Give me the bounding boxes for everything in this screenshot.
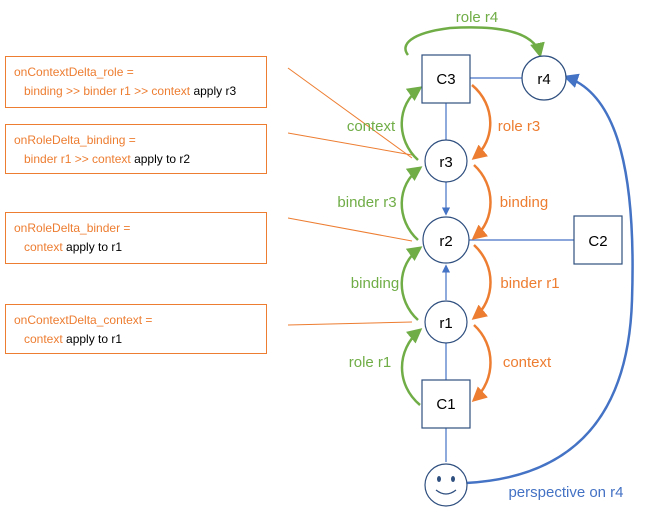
note-title: onContextDelta_context = [14,313,153,327]
arrow-binding-left [400,246,423,321]
label-perspective: perspective on r4 [508,484,623,501]
arrow-context-top [400,86,423,161]
node-r4 [521,55,567,101]
node-label-r4: r4 [537,71,550,88]
label-role-r1: role r1 [349,354,392,371]
note-action: apply r3 [190,84,237,98]
label-role-r3: role r3 [498,118,541,135]
arrow-binder-r3 [400,166,423,241]
arrow-context-bottom [471,324,492,403]
note-title: onRoleDelta_binder = [14,221,131,235]
note-expr: binding >> binder r1 >> context [24,84,191,98]
label-binding-left: binding [351,275,399,292]
note-body: context apply to r1 [14,238,258,257]
arrow-role-r4 [404,26,545,58]
note-onroledelta-binding: onRoleDelta_binding = binder r1 >> conte… [5,124,267,174]
node-label-c3: C3 [436,71,455,88]
node-r2 [422,216,470,264]
callout-line-3 [287,217,413,242]
note-body: binder r1 >> context apply to r2 [14,150,258,169]
node-c1 [421,379,471,429]
node-label-c2: C2 [588,233,607,250]
note-expr: context [24,332,63,346]
node-label-c1: C1 [436,396,455,413]
structural-links [441,77,574,462]
note-action: apply to r1 [62,240,123,254]
node-r3 [424,139,468,183]
arrow-role-r3 [471,84,492,160]
note-title: onRoleDelta_binding = [14,133,136,147]
callout-line-4 [287,321,413,326]
note-expr: context [24,240,63,254]
arrow-perspective [465,73,634,485]
callout-connectors [287,67,413,326]
note-title: onContextDelta_role = [14,65,134,79]
note-oncontextdelta-role: onContextDelta_role = binding >> binder … [5,56,267,108]
node-c2 [573,215,623,265]
note-action: apply to r1 [62,332,123,346]
label-binding-right: binding [500,194,548,211]
note-oncontextdelta-context: onContextDelta_context = context apply t… [5,304,267,354]
label-context-top: context [347,118,396,135]
green-arrows [400,26,545,406]
label-context-bottom: context [503,354,552,371]
node-label-r1: r1 [439,315,452,332]
orange-arrows [471,84,492,403]
smiley-face-icon [424,463,468,507]
note-onroledelta-binder: onRoleDelta_binder = context apply to r1 [5,212,267,264]
arrow-role-r1 [400,328,423,406]
note-action: apply to r2 [130,152,191,166]
node-r1 [424,300,468,344]
node-c3 [421,54,471,104]
callout-line-1 [287,67,413,159]
note-body: context apply to r1 [14,330,258,349]
callout-line-2 [287,132,413,156]
arrow-binding-right [471,164,492,240]
note-body: binding >> binder r1 >> context apply r3 [14,82,258,101]
label-binder-r3: binder r3 [337,194,396,211]
node-label-r3: r3 [439,154,452,171]
node-label-r2: r2 [439,233,452,250]
note-expr: binder r1 >> context [24,152,131,166]
arrow-binder-r1 [471,244,492,320]
label-binder-r1: binder r1 [500,275,559,292]
label-role-r4: role r4 [456,9,499,26]
